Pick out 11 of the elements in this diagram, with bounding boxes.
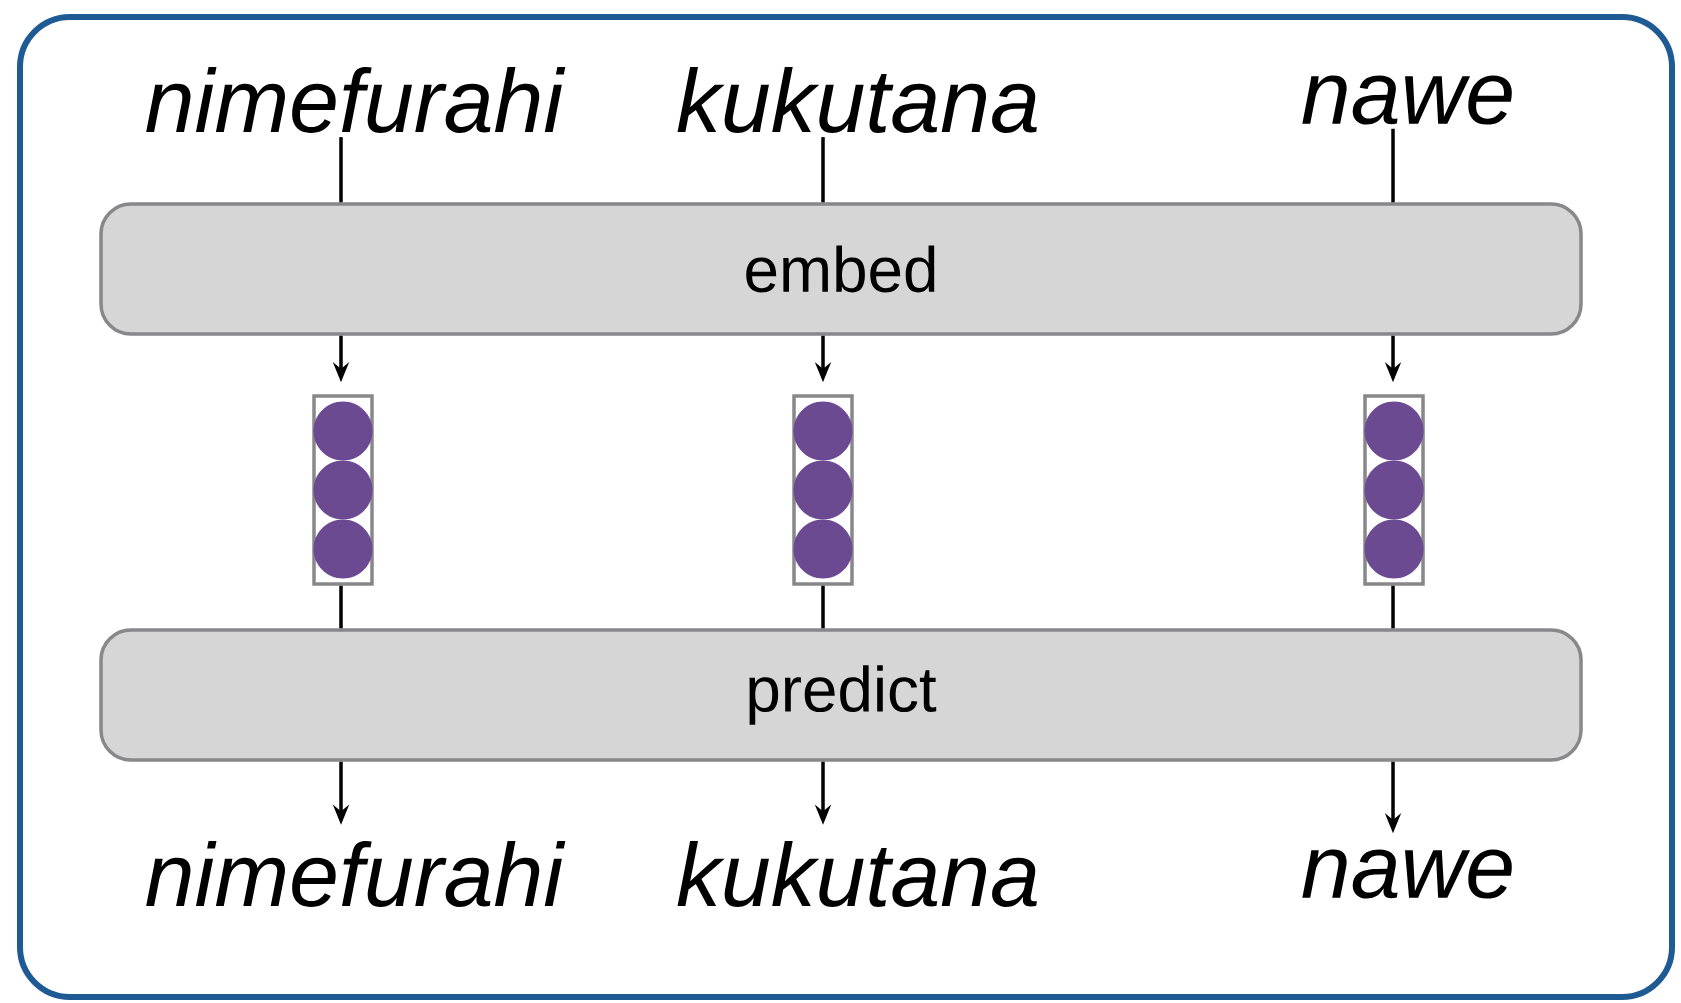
word-label: nawe xyxy=(1302,849,1512,899)
vector-drawing xyxy=(792,394,854,586)
word-label: nimefurahi xyxy=(146,841,566,907)
word-label: kukutana xyxy=(677,67,1037,133)
process-band: embed xyxy=(99,202,1583,336)
vector-drawing xyxy=(312,394,374,586)
vector-drawing xyxy=(1363,394,1425,586)
word-label: kukutana xyxy=(677,841,1037,907)
word-label: nawe xyxy=(1302,75,1512,125)
process-band: predict xyxy=(99,628,1583,762)
word-label: nimefurahi xyxy=(146,67,566,133)
